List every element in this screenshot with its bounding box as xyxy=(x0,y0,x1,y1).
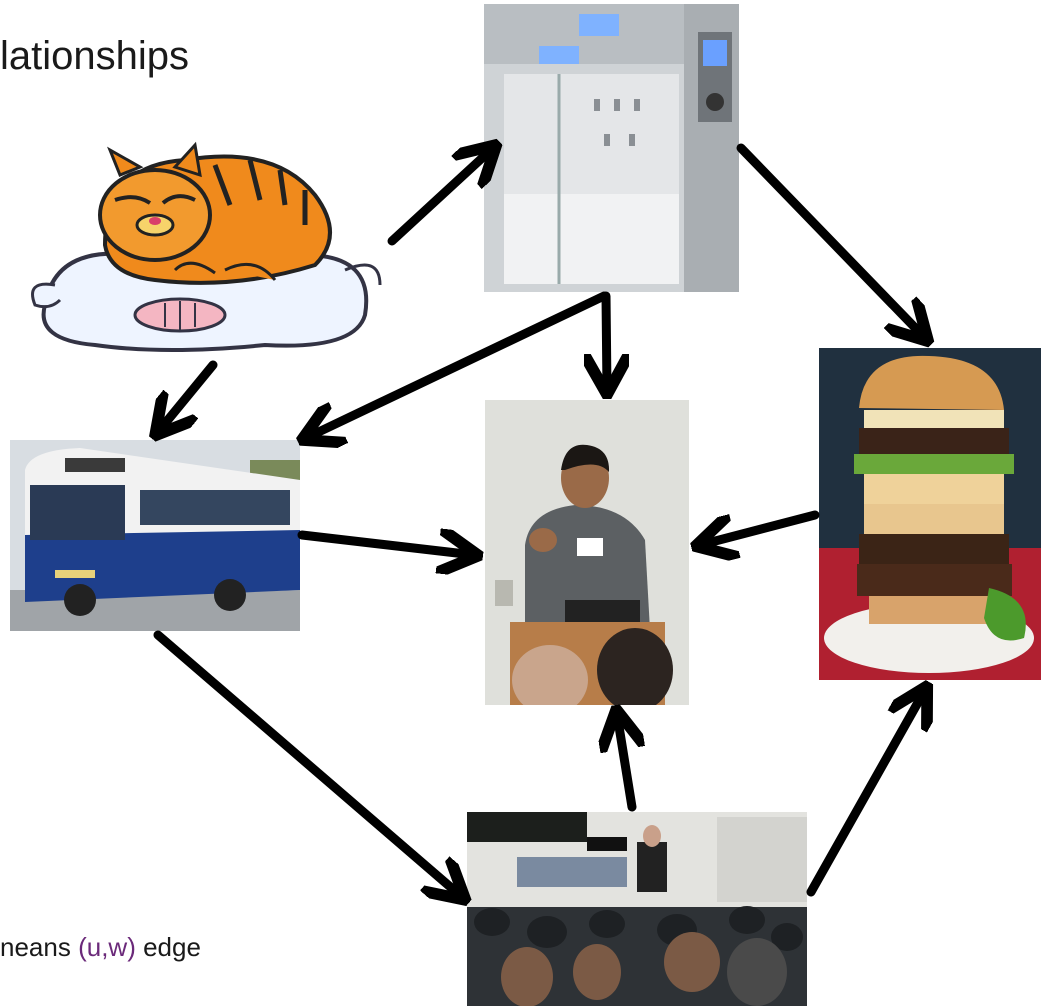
speaker-icon xyxy=(485,400,689,705)
edge-bus-to-speaker xyxy=(297,535,474,555)
edge-definition-caption: neans (u,w) edge xyxy=(0,932,201,963)
lecture-hall-icon xyxy=(467,812,807,1006)
node-bus xyxy=(10,440,300,631)
node-burger xyxy=(819,348,1041,680)
edge-label: (u,w) xyxy=(78,932,136,962)
sleeping-cat-icon xyxy=(31,141,382,352)
node-lecture xyxy=(467,812,807,1006)
edge-bus-to-lecture xyxy=(153,630,462,897)
burger-icon xyxy=(819,348,1041,680)
caption-prefix: neans xyxy=(0,932,79,962)
node-sleep xyxy=(15,105,385,355)
edge-shower-to-speaker xyxy=(606,291,607,390)
node-shower xyxy=(484,4,739,292)
node-speaker xyxy=(485,400,689,705)
shower-room-icon xyxy=(484,4,739,292)
edge-burger-to-speaker xyxy=(700,510,820,545)
edge-sleep-to-bus xyxy=(158,360,218,432)
edge-shower-to-burger xyxy=(736,143,925,338)
edge-shower-to-bus xyxy=(306,291,609,438)
bus-icon xyxy=(10,440,300,631)
caption-suffix: edge xyxy=(135,932,201,962)
edge-lecture-to-burger xyxy=(806,690,925,897)
slide-title: lationships xyxy=(0,34,190,78)
edge-lecture-to-speaker xyxy=(617,714,632,812)
edge-sleep-to-shower xyxy=(387,148,493,246)
